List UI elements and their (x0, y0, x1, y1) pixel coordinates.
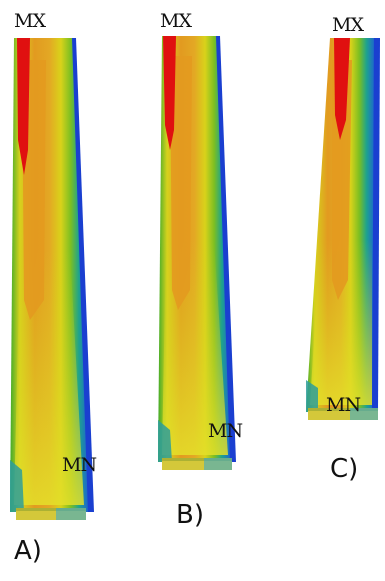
column-c (306, 38, 380, 420)
max-marker-b: MX (160, 10, 192, 32)
panel-label-c: C) (330, 454, 359, 484)
min-marker-c: MN (326, 394, 361, 416)
min-marker-a: MN (62, 454, 97, 476)
max-region-b (163, 36, 176, 150)
max-region-c (334, 38, 350, 140)
max-marker-a: MX (14, 10, 46, 32)
column-a (10, 38, 94, 520)
column-b (158, 36, 236, 470)
panel-label-a: A) (14, 536, 42, 566)
panel-label-b: B) (176, 500, 204, 530)
max-region-a (17, 38, 30, 175)
min-marker-b: MN (208, 420, 243, 442)
max-marker-c: MX (332, 14, 364, 36)
